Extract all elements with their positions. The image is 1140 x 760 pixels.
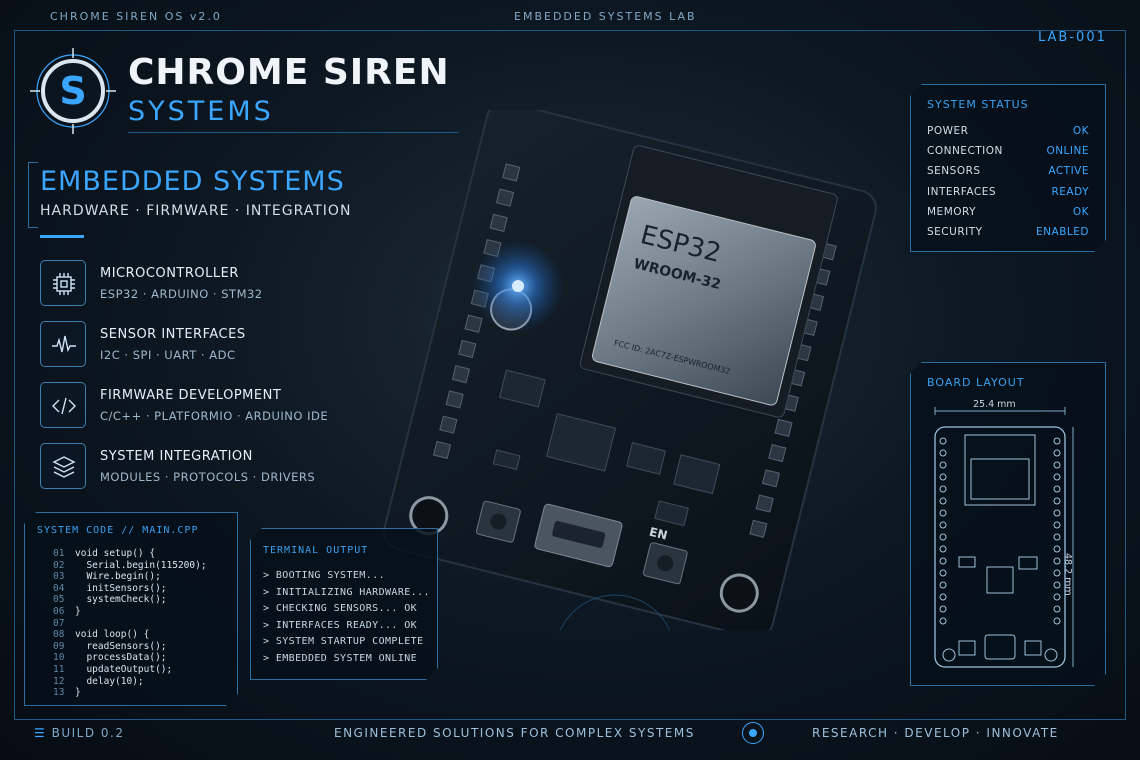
status-value: READY (1051, 185, 1089, 198)
code-line: 09 readSensors(); (53, 640, 167, 652)
code-line: 07 (53, 617, 65, 629)
feature-title: SYSTEM INTEGRATION (100, 449, 253, 464)
code-line: 11 updateOutput(); (53, 663, 173, 675)
feature-title: MICROCONTROLLER (100, 266, 239, 281)
terminal-output: > BOOTING SYSTEM... > INITIALIZING HARDW… (263, 568, 430, 667)
build-version: BUILD 0.2 (51, 726, 125, 740)
system-status-title: SYSTEM STATUS (927, 98, 1029, 111)
lab-id-label: LAB-001 (1038, 30, 1107, 45)
feature-title: FIRMWARE DEVELOPMENT (100, 388, 282, 403)
feature-subtitle: ESP32 · ARDUINO · STM32 (100, 287, 263, 301)
lab-name-label: EMBEDDED SYSTEMS LAB (514, 10, 697, 23)
board-layout-title: BOARD LAYOUT (927, 376, 1025, 389)
feature-firmware-development: FIRMWARE DEVELOPMENT C/C++ · PLATFORMIO … (40, 382, 340, 434)
os-version-label: CHROME SIREN OS v2.0 (50, 10, 222, 23)
status-value: ENABLED (1036, 225, 1089, 238)
feature-subtitle: MODULES · PROTOCOLS · DRIVERS (100, 470, 316, 484)
code-icon (40, 382, 86, 428)
code-line: 12 delay(10); (53, 675, 144, 687)
hero-underline (40, 235, 84, 238)
terminal-line: > CHECKING SENSORS... OK (263, 603, 418, 614)
feature-title: SENSOR INTERFACES (100, 327, 246, 342)
brand-logo-letter: S (59, 69, 86, 113)
feature-microcontroller: MICROCONTROLLER ESP32 · ARDUINO · STM32 (40, 260, 340, 312)
brand-logo-icon: S (30, 48, 116, 134)
feature-subtitle: C/C++ · PLATFORMIO · ARDUINO IDE (100, 409, 329, 423)
frame-left-rule (14, 30, 15, 720)
board-outline-diagram (929, 407, 1081, 677)
code-line: 06} (53, 605, 81, 617)
frame-bottom-rule (14, 719, 1126, 720)
feature-system-integration: SYSTEM INTEGRATION MODULES · PROTOCOLS ·… (40, 443, 340, 495)
status-value: ACTIVE (1048, 165, 1089, 178)
en-button-label: EN (648, 525, 669, 543)
brand-divider (128, 132, 458, 133)
status-value: OK (1072, 125, 1089, 137)
board-photo: ESP32 WROOM-32 FCC ID: 2AC7Z-ESPWROOM32 … (320, 101, 930, 716)
chip-icon (40, 260, 86, 306)
waveform-icon (40, 321, 86, 367)
build-label: ☰ BUILD 0.2 (34, 726, 124, 740)
brand-subtitle: SYSTEMS (128, 96, 274, 127)
code-line: 13} (53, 687, 81, 699)
hero-bracket (28, 162, 38, 228)
motto: RESEARCH · DEVELOP · INNOVATE (812, 726, 1059, 740)
code-line: 03 Wire.begin(); (53, 571, 161, 583)
target-icon (742, 722, 764, 744)
menu-icon[interactable]: ☰ (34, 726, 47, 740)
terminal-line: > EMBEDDED SYSTEM ONLINE (263, 652, 418, 664)
code-panel-title: SYSTEM CODE // MAIN.CPP (37, 525, 199, 536)
hero-subtitle: HARDWARE · FIRMWARE · INTEGRATION (40, 203, 352, 219)
code-line: 10 processData(); (53, 652, 167, 664)
frame-right-rule (1125, 30, 1126, 720)
code-line: 04 initSensors(); (53, 582, 167, 594)
status-value: OK (1072, 205, 1089, 218)
terminal-title: TERMINAL OUTPUT (263, 545, 369, 556)
feature-sensor-interfaces: SENSOR INTERFACES I2C · SPI · UART · ADC (40, 321, 340, 373)
terminal-line: > BOOTING SYSTEM... (263, 570, 385, 581)
terminal-panel: TERMINAL OUTPUT > BOOTING SYSTEM... > IN… (250, 528, 438, 680)
board-width-label: 25.4 mm (973, 399, 1016, 410)
feature-subtitle: I2C · SPI · UART · ADC (100, 348, 236, 362)
terminal-line: > INTERFACES READY... OK (263, 619, 418, 631)
terminal-line: > INITIALIZING HARDWARE... (263, 586, 430, 598)
brand-name: CHROME SIREN (128, 52, 450, 93)
terminal-line: > SYSTEM STARTUP COMPLETE (263, 636, 424, 647)
status-value: ONLINE (1046, 145, 1089, 158)
frame-top-rule (14, 30, 1126, 31)
layers-icon (40, 443, 86, 489)
tagline: ENGINEERED SOLUTIONS FOR COMPLEX SYSTEMS (334, 726, 695, 740)
hero-title: EMBEDDED SYSTEMS (40, 166, 345, 197)
code-line: 05 systemCheck(); (53, 594, 167, 606)
code-line: 02 Serial.begin(115200); (53, 559, 207, 571)
board-layout-panel: BOARD LAYOUT 25.4 mm 48.2 mm (910, 362, 1106, 686)
